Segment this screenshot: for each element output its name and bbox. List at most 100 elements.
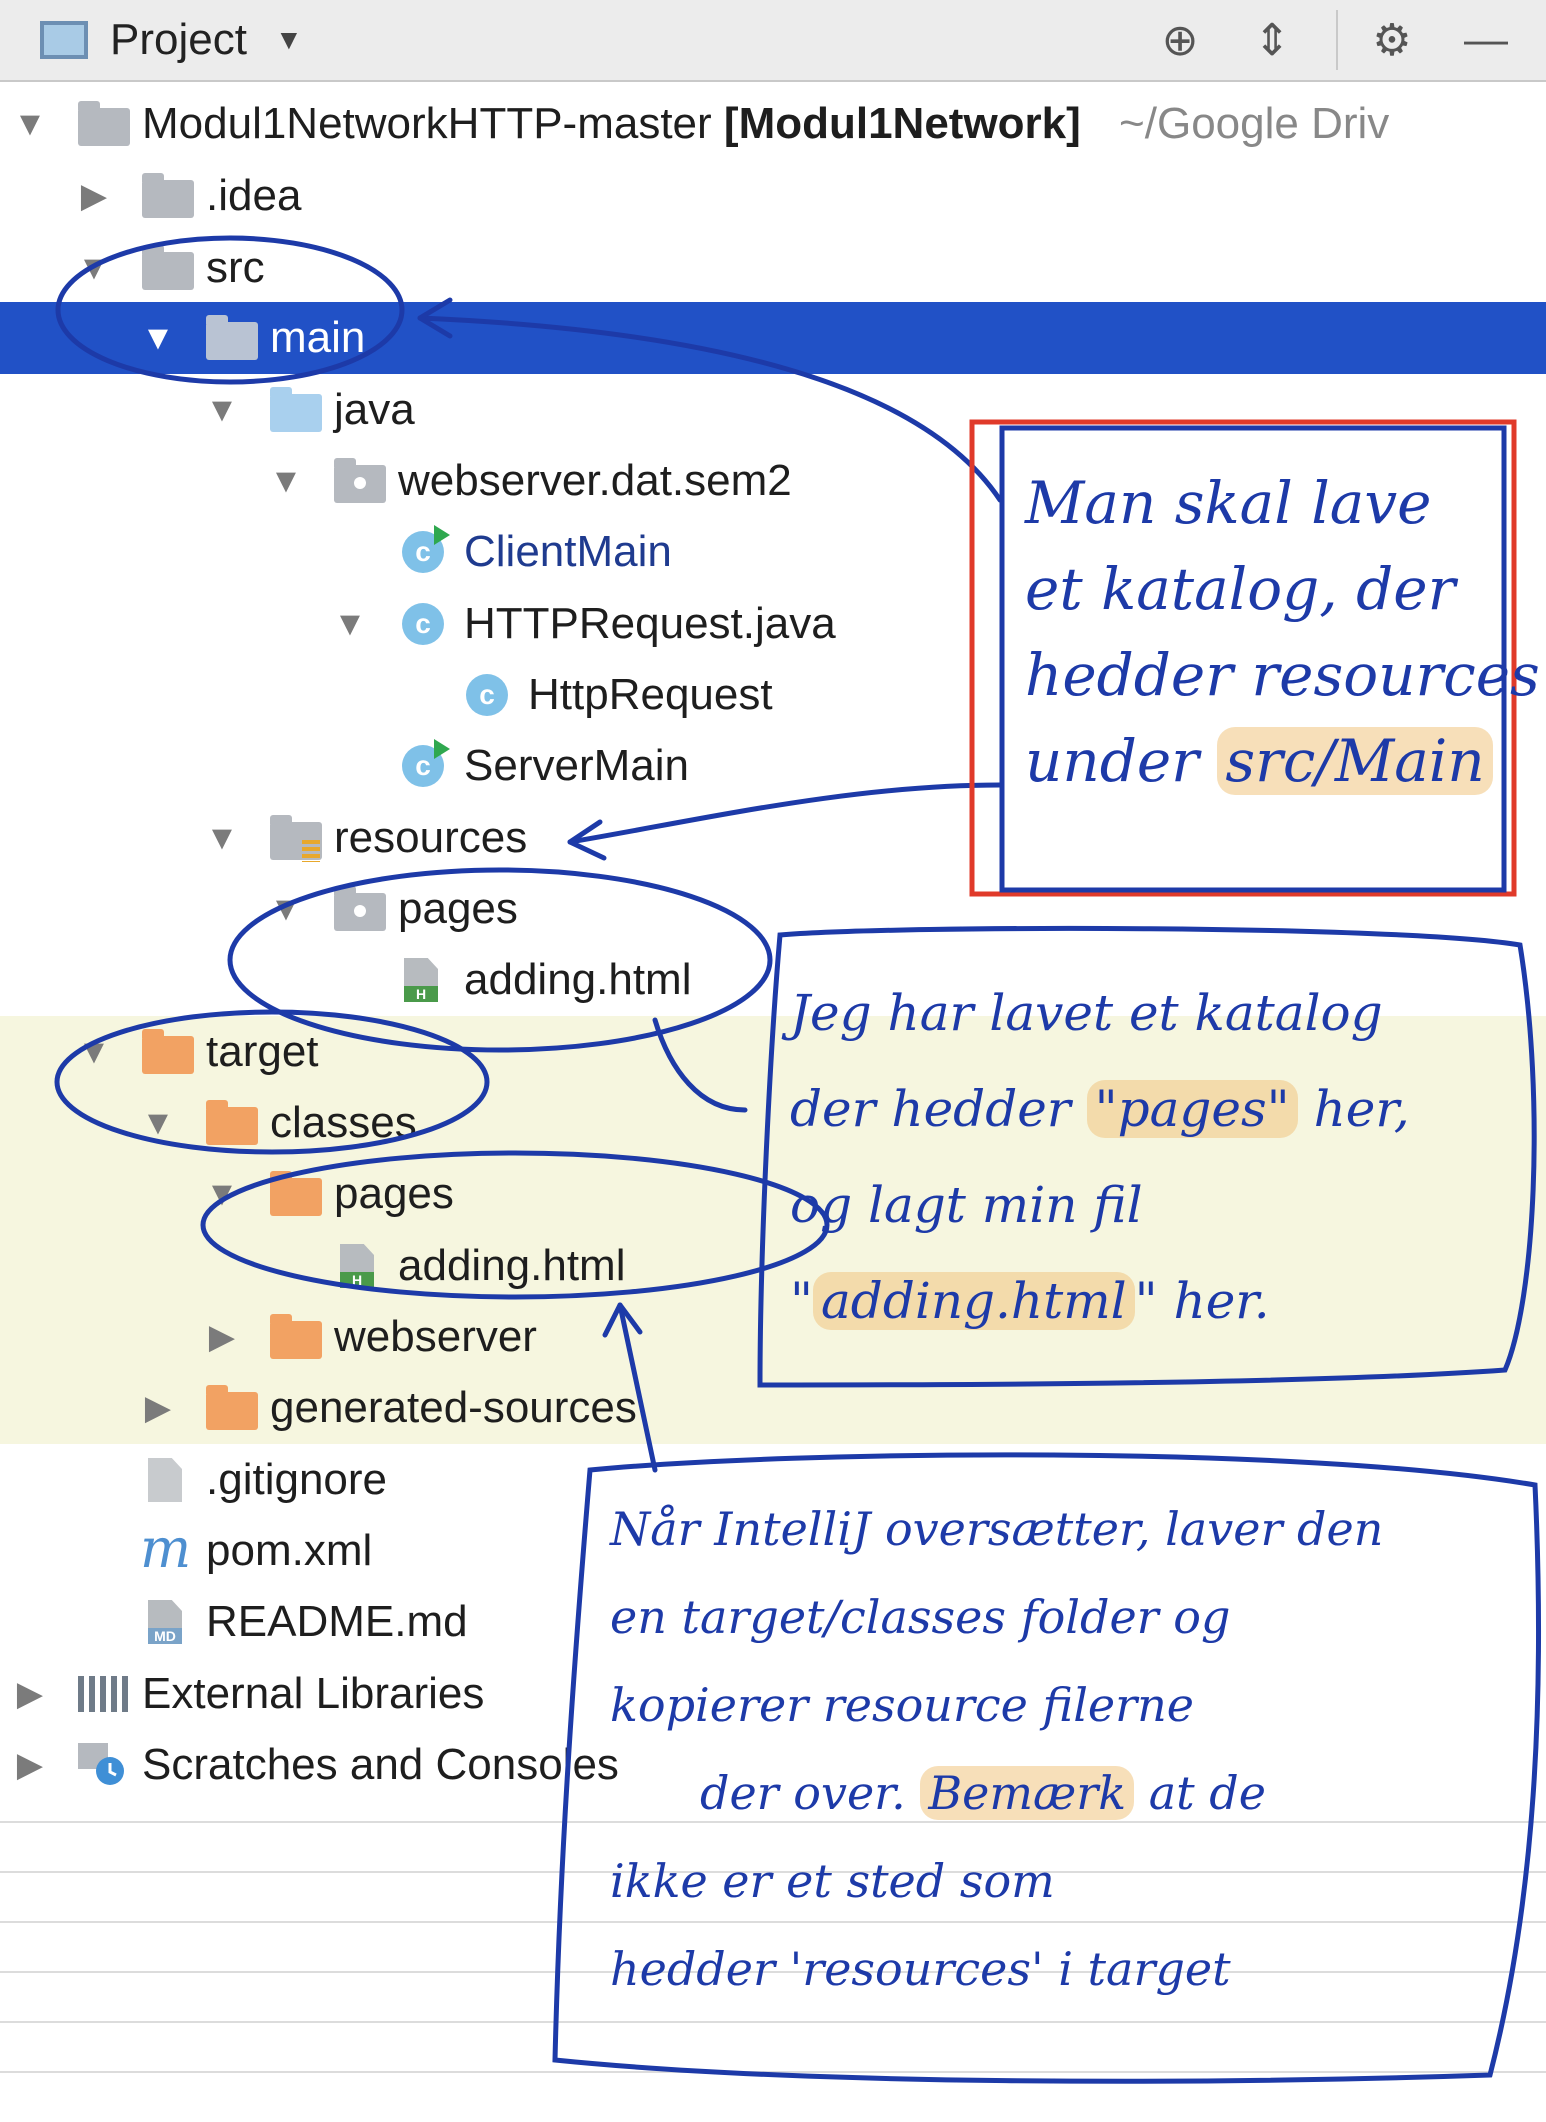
httprequest-java-label: HTTPRequest.java xyxy=(464,599,836,648)
root-label: Modul1NetworkHTTP-master xyxy=(142,99,712,148)
tree-row-scratches[interactable]: ▶ Scratches and Consoles xyxy=(0,1729,1546,1801)
adding-html-label: adding.html xyxy=(464,955,692,1004)
excluded-folder-icon xyxy=(270,1314,322,1359)
note1-line-3: hedder resources xyxy=(1025,641,1540,709)
folder-icon xyxy=(142,245,194,290)
expand-arrow-icon[interactable]: ▼ xyxy=(333,604,367,643)
folder-icon xyxy=(142,173,194,218)
target-adding-html-label: adding.html xyxy=(398,1241,626,1290)
expand-arrow-icon[interactable]: ▼ xyxy=(269,889,303,928)
tree-row-pages[interactable]: ▼ pages xyxy=(0,873,1546,945)
note3-line-2: en target/classes folder og xyxy=(610,1590,1231,1644)
expand-arrow-icon[interactable]: ▼ xyxy=(77,1032,111,1071)
note3-line-6: hedder 'resources' i target xyxy=(610,1942,1231,1996)
expand-arrow-icon[interactable]: ▼ xyxy=(205,390,239,429)
tree-row-pom[interactable]: m pom.xml xyxy=(0,1515,1546,1587)
project-window-icon xyxy=(40,21,88,59)
tree-row-resources[interactable]: ▼ resources xyxy=(0,802,1546,874)
expand-arrow-icon[interactable]: ▼ xyxy=(141,1103,175,1142)
tree-row-java[interactable]: ▼ java xyxy=(0,374,1546,446)
expand-arrow-icon[interactable]: ▶ xyxy=(16,1746,44,1784)
libraries-icon xyxy=(78,1676,128,1712)
servermain-label: ServerMain xyxy=(464,741,689,790)
java-label: java xyxy=(334,385,415,434)
module-name: [Modul1Network] xyxy=(723,99,1081,148)
tree-row-clientmain[interactable]: c ClientMain xyxy=(0,516,1546,588)
note2-line-1: Jeg har lavet et katalog xyxy=(790,984,1383,1042)
resources-folder-icon xyxy=(270,815,322,862)
gitignore-label: .gitignore xyxy=(206,1455,388,1504)
expand-arrow-icon[interactable]: ▼ xyxy=(77,248,111,287)
package-icon xyxy=(334,458,386,503)
tree-row-main[interactable]: ▼ main xyxy=(0,302,1546,374)
tree-row-external-libraries[interactable]: ▶ External Libraries xyxy=(0,1658,1546,1730)
generated-sources-label: generated-sources xyxy=(270,1383,637,1432)
tree-row-root[interactable]: ▼ Modul1NetworkHTTP-master [Modul1Networ… xyxy=(0,88,1546,160)
note3-highlight-bemaerk: Bemærk xyxy=(920,1766,1135,1820)
tree-row-idea[interactable]: ▶ .idea xyxy=(0,160,1546,232)
gear-icon[interactable]: ⚙ xyxy=(1372,15,1412,65)
tree-row-src[interactable]: ▼ src xyxy=(0,232,1546,304)
excluded-folder-icon xyxy=(206,1385,258,1430)
expand-arrow-icon[interactable]: ▶ xyxy=(16,1675,44,1713)
collapse-icon[interactable]: ⇕ xyxy=(1253,15,1291,65)
webserver-label: webserver xyxy=(334,1312,537,1361)
folder-icon xyxy=(206,315,258,360)
scratches-label: Scratches and Consoles xyxy=(142,1740,619,1789)
chevron-down-icon[interactable]: ▼ xyxy=(274,24,303,55)
note3-line-5: ikke er et sted som xyxy=(610,1854,1055,1908)
source-folder-icon xyxy=(270,387,322,432)
root-path: ~/Google Driv xyxy=(1119,99,1390,148)
module-folder-icon xyxy=(78,101,130,146)
minimize-icon[interactable]: — xyxy=(1464,15,1508,64)
tree-row-httprequest[interactable]: c HttpRequest xyxy=(0,659,1546,731)
expand-arrow-icon[interactable]: ▶ xyxy=(144,1389,172,1427)
expand-arrow-icon[interactable]: ▼ xyxy=(269,461,303,500)
pages-label: pages xyxy=(398,884,518,933)
readme-label: README.md xyxy=(206,1597,468,1646)
expand-arrow-icon[interactable]: ▼ xyxy=(13,104,47,143)
note3-line-4: der over. Bemærk at de xyxy=(700,1766,1266,1820)
target-label: target xyxy=(206,1027,319,1076)
resources-label: resources xyxy=(334,813,528,862)
expand-arrow-icon[interactable]: ▼ xyxy=(141,318,175,357)
note2: Jeg har lavet et katalog der hedder "pag… xyxy=(790,965,1410,1349)
expand-arrow-icon[interactable]: ▼ xyxy=(205,818,239,857)
project-view-selector[interactable]: Project ▼ xyxy=(40,10,303,70)
package-label: webserver.dat.sem2 xyxy=(398,456,792,505)
pom-label: pom.xml xyxy=(206,1526,373,1575)
main-label: main xyxy=(270,313,366,362)
tree-row-readme[interactable]: MD README.md xyxy=(0,1586,1546,1658)
tree-row-servermain[interactable]: c ServerMain xyxy=(0,730,1546,802)
class-icon: c xyxy=(402,603,444,645)
note3: Når IntelliJ oversætter, laver den en ta… xyxy=(610,1485,1383,2013)
runnable-class-icon: c xyxy=(402,525,450,573)
package-icon xyxy=(334,886,386,931)
tree-row-httprequest-java[interactable]: ▼ c HTTPRequest.java xyxy=(0,588,1546,660)
note1-line-1: Man skal lave xyxy=(1025,469,1432,537)
note2-line-4: "adding.html" her. xyxy=(790,1272,1270,1330)
html-file-icon: H xyxy=(340,1244,374,1288)
target-pages-label: pages xyxy=(334,1169,454,1218)
crosshair-icon[interactable]: ⊕ xyxy=(1161,15,1199,65)
header-title: Project xyxy=(110,15,247,64)
note2-line-2: der hedder "pages" her, xyxy=(790,1080,1410,1138)
excluded-folder-icon xyxy=(142,1029,194,1074)
scratches-icon xyxy=(78,1743,124,1785)
note1: Man skal lave et katalog, der hedder res… xyxy=(1025,460,1540,804)
external-libraries-label: External Libraries xyxy=(142,1669,485,1718)
note1-line-2: et katalog, der xyxy=(1025,555,1456,623)
httprequest-label: HttpRequest xyxy=(528,670,773,719)
runnable-class-icon: c xyxy=(402,739,450,787)
note1-highlight-src-main: src/Main xyxy=(1217,727,1493,795)
tree-row-generated-sources[interactable]: ▶ generated-sources xyxy=(0,1372,1546,1444)
project-tool-window-header: Project ▼ ⊕ ⇕ ⚙ — xyxy=(0,0,1546,82)
markdown-file-icon: MD xyxy=(148,1600,182,1644)
expand-arrow-icon[interactable]: ▼ xyxy=(205,1174,239,1213)
tree-row-gitignore[interactable]: .gitignore xyxy=(0,1444,1546,1516)
excluded-folder-icon xyxy=(270,1171,322,1216)
expand-arrow-icon[interactable]: ▶ xyxy=(208,1318,236,1356)
expand-arrow-icon[interactable]: ▶ xyxy=(80,177,108,215)
note2-line-3: og lagt min fil xyxy=(790,1176,1143,1234)
idea-label: .idea xyxy=(206,171,302,220)
